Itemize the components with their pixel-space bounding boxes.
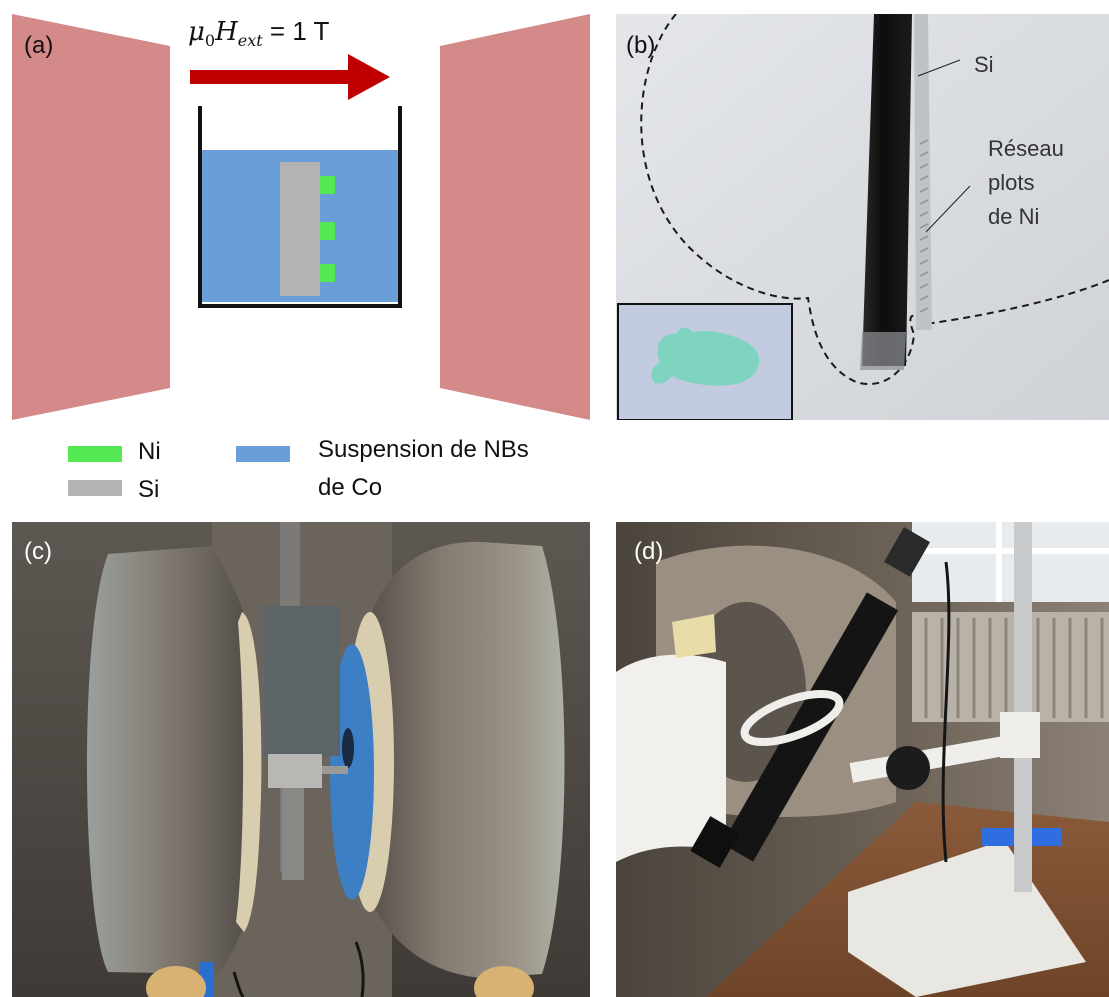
substrate-photo [616, 14, 1109, 420]
annotation-network-3: de Ni [988, 204, 1040, 229]
sample-holder-bar [862, 14, 912, 366]
panel-label-c: (c) [24, 538, 52, 565]
field-arrow-head [348, 54, 390, 100]
inset-droplet [651, 327, 760, 386]
ni-dot-array [919, 139, 929, 313]
si-pointer-line [917, 59, 961, 77]
microscope-photo [616, 522, 1109, 997]
blue-sample-disc [330, 644, 374, 900]
panel-d-photo: (d) [616, 522, 1109, 997]
annotation-network-2: plots [988, 170, 1035, 195]
droplet-outline [640, 14, 1109, 385]
left-pole-piece [86, 546, 254, 974]
network-pointer-line [925, 185, 971, 233]
si-substrate [280, 162, 320, 296]
objective [690, 816, 740, 868]
panel-label-a: (a) [24, 32, 54, 59]
legend-label-suspension-2: de Co [318, 474, 383, 501]
knob-left [146, 966, 206, 997]
panel-label-b: (b) [626, 32, 656, 59]
ni-dot [320, 176, 335, 194]
window-frame [912, 548, 1109, 554]
field-value: = 1 T [262, 16, 330, 46]
ni-dot [320, 222, 335, 240]
window [912, 522, 1109, 602]
stand-pole [1014, 522, 1032, 892]
left-pole-face [236, 612, 262, 932]
legend-label-suspension-1: Suspension de NBs [318, 436, 529, 463]
legend-label-ni: Ni [138, 438, 161, 465]
paper-sheet [616, 654, 726, 862]
blue-disc-hub [342, 728, 354, 768]
field-symbol-h: H [215, 17, 238, 47]
beaker [198, 106, 402, 308]
field-symbol-mu: μ [188, 17, 205, 47]
panel-b-photo: (b) Si Réseau plots de Ni [616, 14, 1109, 420]
panel-a-schematic: (a) μ0Hext = 1 T [12, 14, 590, 420]
field-sub-ext: ext [237, 31, 263, 51]
clamp [1000, 712, 1040, 758]
field-label: μ0Hext = 1 T [188, 16, 329, 50]
annotation-si: Si [974, 52, 994, 77]
legend-swatch-suspension [236, 446, 290, 462]
bar-reflection [860, 332, 906, 370]
panel-label-d: (d) [634, 538, 664, 565]
holder-clamp [268, 754, 322, 788]
legend-swatch-ni [68, 446, 122, 462]
legend-label-si: Si [138, 476, 160, 503]
radiator-fins [924, 618, 1104, 718]
holder-block [264, 606, 340, 756]
panel-c-photo: (c) [12, 522, 590, 997]
window-frame [996, 522, 1002, 602]
si-strip [914, 14, 932, 330]
knob-right [474, 966, 534, 997]
holder-screw [322, 766, 348, 774]
holder-foot [282, 788, 304, 880]
cable [941, 561, 951, 863]
field-sub-0: 0 [204, 31, 216, 51]
right-pole-piece [372, 541, 565, 978]
schematic-drawing [12, 14, 590, 420]
field-arrow-shaft [190, 70, 352, 84]
legend-swatch-si [68, 480, 122, 496]
paper-note [672, 614, 716, 658]
focus-knob [886, 746, 930, 790]
ni-dot [320, 264, 335, 282]
electromagnet-photo [12, 522, 590, 997]
tube-ring [740, 689, 844, 747]
left-magnet-pole [12, 14, 170, 420]
right-magnet-pole [440, 14, 590, 420]
eyepiece [884, 527, 930, 577]
cable [354, 941, 365, 997]
annotation-network-1: Réseau [988, 136, 1064, 161]
